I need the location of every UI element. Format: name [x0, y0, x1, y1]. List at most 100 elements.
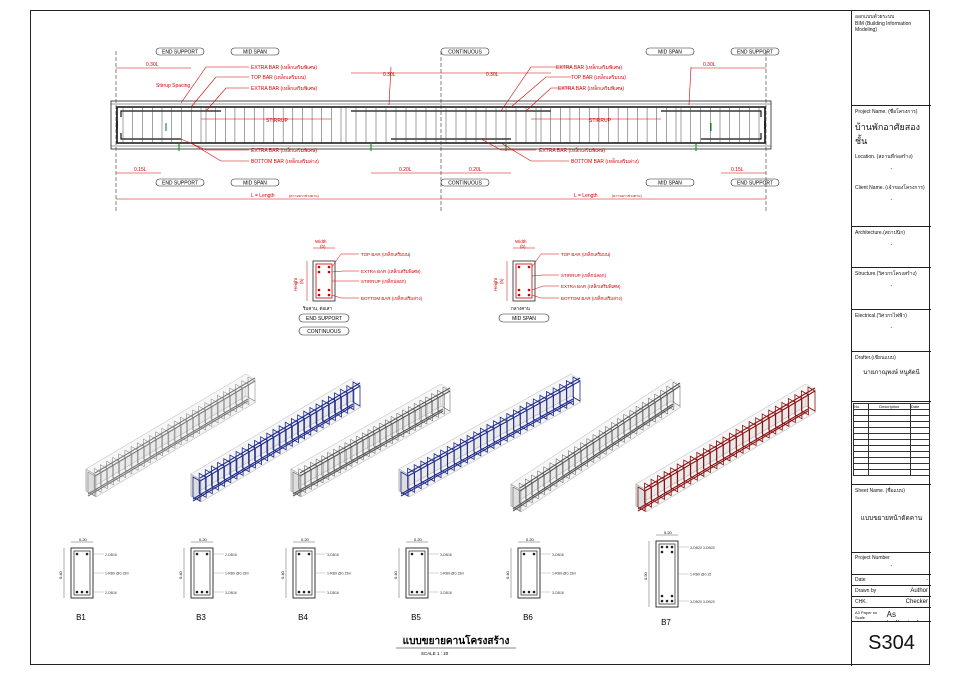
- dim-length-1: L = Length: [251, 193, 275, 199]
- section-r-height-sub: (h): [499, 278, 504, 284]
- tb-sheet-number: S304: [868, 632, 915, 654]
- beam-3d-2: [290, 383, 452, 498]
- beam-height-B6: 0.40: [505, 570, 510, 579]
- tb-arch: Architecture.(สถาปนิก) -: [852, 226, 931, 268]
- label-stirrup-spacing: Stirrup Spacing: [156, 83, 190, 89]
- beam-stirrup-B1: 1-RB9 @0.15m: [105, 572, 129, 576]
- section-right-label-1: STIRRUP (เหล็กปลอก): [561, 271, 606, 278]
- label-stirrup-1: STIRRUP: [266, 118, 289, 124]
- section-left-label-1: EXTRA BAR (เหล็กเสริมพิเศษ): [361, 267, 421, 274]
- beam-top-B7: 3-DB20 3-DB20: [690, 546, 715, 550]
- beam-name-B6: B6: [523, 613, 533, 622]
- svg-text:MID SPAN: MID SPAN: [658, 181, 682, 187]
- dim-030L-3: 0.30L: [486, 72, 499, 78]
- section-width-label: Width: [315, 239, 327, 244]
- beam-width-B6: 0.20: [526, 537, 535, 542]
- tag-top-3: MID SPAN: [645, 47, 695, 56]
- dim-length-sub-2: (ความยาวช่วงคาน): [612, 194, 642, 198]
- tb-struct: Structure.(วิศวกรโครงสร้าง) -: [852, 268, 931, 310]
- svg-text:END SUPPORT: END SUPPORT: [737, 181, 773, 187]
- beam-top-B6: 3-DB16: [552, 553, 564, 557]
- beam-3d-3: [398, 373, 582, 498]
- tag-bottom-2: CONTINUOUS: [440, 178, 490, 187]
- svg-text:MID SPAN: MID SPAN: [243, 50, 267, 56]
- beam-width-B4: 0.20: [301, 537, 310, 542]
- beam-elevation: END SUPPORT MID SPAN CONTINUOUS MID SPAN END…: [110, 47, 780, 211]
- tb-firm: ออกแบบด้วยระบบ BIM (Building Information…: [852, 11, 931, 106]
- beam-name-B3: B3: [196, 613, 206, 622]
- dim-015L-2: 0.15L: [731, 167, 744, 173]
- beam-width-B5: 0.20: [414, 537, 423, 542]
- tb-project-number: Project Number -: [852, 553, 931, 575]
- section-left-tag-0: END SUPPORT: [306, 316, 342, 322]
- tb-sheet-name: Sheet Name. (ชื่อแบบ) แบบขยายหน้าตัดคาน: [852, 485, 931, 553]
- drawing-title: แบบขยายคานโครงสร้าง: [403, 634, 510, 647]
- dim-length-sub-1: (ความยาวช่วงคาน): [289, 194, 319, 198]
- beam-3d-4: [510, 378, 682, 513]
- beam-3d-0: [85, 373, 257, 498]
- tag-top-4: END SUPPORT: [730, 47, 780, 56]
- label-extra-bar-bottom-2: EXTRA BAR (เหล็กเสริมพิเศษ): [539, 146, 605, 154]
- section-left-tag-1: CONTINUOUS: [307, 329, 341, 335]
- tb-date: Date-: [852, 575, 931, 586]
- svg-text:END SUPPORT: END SUPPORT: [162, 181, 198, 187]
- tag-bottom-4: END SUPPORT: [730, 178, 780, 187]
- beam-bottom-B7: 3-DB20 3-DB20: [690, 600, 715, 604]
- dim-030L-1: 0.30L: [146, 62, 159, 68]
- beam-3d-5: [635, 383, 817, 513]
- drawing-area: END SUPPORT MID SPAN CONTINUOUS MID SPAN END…: [58, 47, 817, 656]
- drawing-sheet: END SUPPORT MID SPAN CONTINUOUS MID SPAN END…: [30, 10, 931, 666]
- tb-drafter: Drafter.(เขียนแบบ) นายภาณุพงษ์ หนูคัดนี: [852, 352, 931, 402]
- tag-bottom-0: END SUPPORT: [155, 178, 205, 187]
- section-r-width-sub: (b): [520, 244, 526, 249]
- drawing-scale: SCALE 1 : 20: [421, 651, 449, 656]
- label-extra-bar-top-2: EXTRA BAR (เหล็กเสริมพิเศษ): [556, 63, 622, 71]
- dim-020L-1: 0.20L: [399, 167, 412, 173]
- beam-width-B7: 0.20: [664, 530, 673, 535]
- tag-top-1: MID SPAN: [230, 47, 280, 56]
- label-bottom-bar-2: BOTTOM BAR (เหล็กเสริมล่าง): [571, 157, 639, 165]
- tb-elec: Electrical.(วิศวกรไฟฟ้า) -: [852, 310, 931, 352]
- label-extra-bar-top-1: EXTRA BAR (เหล็กเสริมพิเศษ): [251, 63, 317, 71]
- label-bottom-bar-1: BOTTOM BAR (เหล็กเสริมล่าง): [251, 157, 319, 165]
- section-width-sub: (b): [320, 244, 326, 249]
- beam-height-B3: 0.40: [178, 570, 183, 579]
- label-extra-bar-top-2b: EXTRA BAR (เหล็กเสริมพิเศษ): [558, 84, 624, 92]
- beam-name-B1: B1: [76, 613, 86, 622]
- beam-bottom-B4: 3-DB16: [327, 591, 339, 595]
- beam-top-B1: 2-DB16: [105, 553, 117, 557]
- typical-section-right: Width (b) Height (h) TOP BAR (เหล็กเสริม…: [493, 239, 623, 323]
- beam-height-B1: 0.40: [58, 570, 63, 579]
- beam-bottom-B3: 3-DB16: [225, 591, 237, 595]
- beam-width-B3: 0.20: [199, 537, 208, 542]
- section-r-width-label: Width: [515, 239, 527, 244]
- section-right-label-0: TOP BAR (เหล็กเสริมบน): [561, 250, 611, 257]
- tag-bottom-1: MID SPAN: [230, 178, 280, 187]
- beam-3d-1: [190, 378, 362, 503]
- tb-project-name: บ้านพักอาศัยสองชั้น: [855, 122, 921, 146]
- beam-stirrup-B4: 1-RB9 @0.15m: [327, 572, 351, 576]
- label-top-bar-2: TOP BAR (เหล็กเสริมบน): [571, 73, 626, 81]
- beam-bottom-B5: 3-DB16: [440, 591, 452, 595]
- dim-015L-1: 0.15L: [134, 167, 147, 173]
- beam-name-B5: B5: [411, 613, 421, 622]
- section-right-tag-0: MID SPAN: [512, 316, 536, 322]
- beam-height-B7: 0.50: [643, 571, 648, 580]
- section-left-caption: ริมคาน, ต่อเสา: [302, 306, 332, 311]
- tag-top-0: END SUPPORT: [155, 47, 205, 56]
- section-right-caption: กลางคาน: [511, 306, 530, 311]
- section-left-label-0: TOP BAR (เหล็กเสริมบน): [361, 250, 411, 257]
- label-top-bar-1: TOP BAR (เหล็กเสริมบน): [251, 73, 306, 81]
- svg-text:CONTINUOUS: CONTINUOUS: [448, 181, 482, 187]
- section-left-label-2: STIRRUP (เหล็กปลอก): [361, 277, 406, 284]
- tag-bottom-3: MID SPAN: [645, 178, 695, 187]
